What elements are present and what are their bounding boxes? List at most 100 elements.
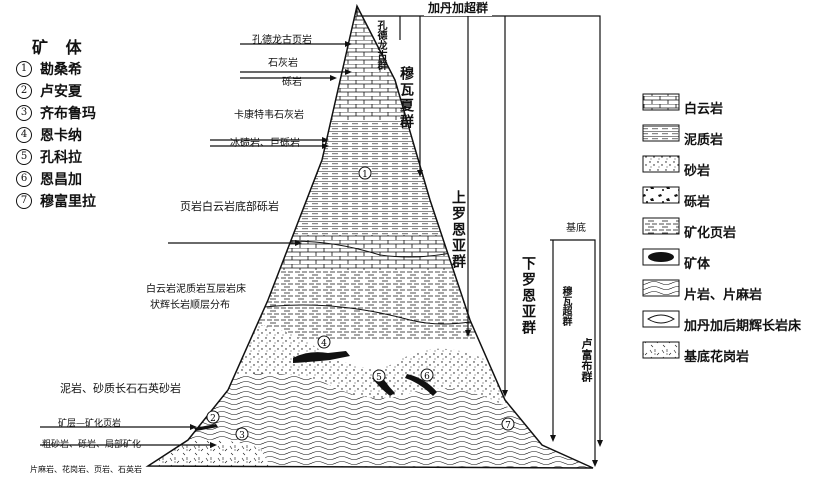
- legend-item-schist: 片岩、片麻岩: [640, 278, 801, 309]
- legend-item-sandstone: 砂岩: [640, 154, 801, 185]
- group-mwashia: 穆瓦夏群: [398, 66, 414, 130]
- ore-marker-1-num: 1: [362, 170, 368, 180]
- label-coarse-sandstone: 粗砂岩、砾岩、局部矿化: [42, 440, 142, 450]
- legend-label: 矿体: [684, 257, 711, 272]
- label-ore-layer: 矿层—矿化页岩: [58, 419, 122, 429]
- group-basement: 基底: [566, 223, 586, 234]
- label-shale-dolomite: 页岩白云岩底部砾岩: [180, 200, 279, 213]
- ore-marker-6-num: 6: [424, 372, 430, 382]
- upper-roan-dolomite: [148, 235, 593, 270]
- legend-swatch-mineralized-shale: [642, 217, 680, 235]
- stratigraphic-cone: 1 2 3 4 5 6 7: [145, 3, 594, 469]
- orebody-4: [293, 351, 350, 363]
- group-katanga: 加丹加超群: [424, 0, 493, 16]
- list-item: 4 恩卡纳: [16, 124, 96, 146]
- ore-name: 勘桑希: [40, 62, 82, 78]
- ore-marker-4-num: 4: [321, 339, 327, 349]
- label-conglomerate: 砾岩: [282, 77, 302, 88]
- legend-label: 泥质岩: [684, 133, 724, 148]
- ore-marker-4: [317, 335, 331, 349]
- ore-number: 1: [16, 61, 32, 77]
- orebody-6: [405, 374, 437, 396]
- ore-marker-5-num: 5: [376, 373, 382, 383]
- ore-name: 恩卡纳: [40, 128, 82, 144]
- ore-marker-1: [358, 166, 372, 180]
- legend-swatch-conglomerate: [642, 186, 680, 204]
- legend-item-mineralized-shale: 矿化页岩: [640, 216, 801, 247]
- orebody-2: [194, 424, 218, 431]
- ore-marker-5: [372, 369, 386, 383]
- legend-swatch-gabbro-sill: [642, 310, 680, 328]
- ore-number: 2: [16, 83, 32, 99]
- legend-swatch-schist: [642, 279, 680, 297]
- group-upper-roan: 上罗恩亚群: [450, 190, 466, 270]
- legend-swatch-dolomite: [642, 93, 680, 111]
- ore-number: 6: [16, 171, 32, 187]
- legend-gabbro-shape: [647, 314, 675, 324]
- group-kundelungu: 孔德龙古群: [375, 20, 386, 70]
- legend-label: 砾岩: [684, 195, 711, 210]
- legend-label: 基底花岗岩: [684, 350, 750, 365]
- list-item: 7 穆富里拉: [16, 190, 96, 212]
- pointer-arrows: [40, 43, 345, 446]
- ore-bodies-list: 1 勘桑希 2 卢安夏 3 齐布鲁玛 4 恩卡纳 5 孔科拉 6 恩昌加 7 穆富里拉: [16, 58, 96, 212]
- label-interbedded-1: 白云岩泥质岩互层岩床: [146, 284, 246, 295]
- ore-number: 4: [16, 127, 32, 143]
- ore-number: 3: [16, 105, 32, 121]
- basement-bracket: [550, 239, 596, 460]
- ore-marker-7: [501, 417, 515, 431]
- legend-label: 加丹加后期辉长岩床: [684, 319, 802, 334]
- label-mudstone-sandstone: 泥岩、砂质长石石英砂岩: [60, 382, 181, 395]
- label-basement-rocks: 片麻岩、花岗岩、页岩、石英岩: [30, 465, 142, 474]
- legend-swatch-argillite: [642, 124, 680, 142]
- label-interbedded-2: 状辉长岩顺层分布: [150, 300, 230, 311]
- ore-name: 穆富里拉: [40, 194, 96, 210]
- ore-marker-6: [420, 368, 434, 382]
- list-item: 6 恩昌加: [16, 168, 96, 190]
- group-lufubu: 卢富布群: [580, 338, 593, 382]
- ore-marker-2-num: 2: [210, 414, 216, 424]
- cone-outline: [145, 3, 594, 469]
- ore-bodies-title: 矿 体: [32, 38, 88, 57]
- legend-label: 白云岩: [684, 102, 724, 117]
- ore-number: 5: [16, 149, 32, 165]
- ore-marker-3-num: 3: [239, 431, 245, 441]
- label-limestone: 石灰岩: [268, 58, 298, 69]
- legend-swatch-sandstone: [642, 155, 680, 173]
- ore-marker-2: [206, 410, 220, 424]
- pointer-arrowheads: [190, 41, 352, 448]
- legend: 白云岩 泥质岩 砂岩 砾岩 矿化页岩 矿体 片岩、片麻岩 加丹加后期辉长岩床 基…: [640, 92, 801, 371]
- mwashia-shales: [148, 150, 593, 235]
- list-item: 1 勘桑希: [16, 58, 96, 80]
- ore-name: 卢安夏: [40, 84, 82, 100]
- list-item: 2 卢安夏: [16, 80, 96, 102]
- list-item: 3 齐布鲁玛: [16, 102, 96, 124]
- list-item: 5 孔科拉: [16, 146, 96, 168]
- legend-label: 砂岩: [684, 164, 711, 179]
- group-muva: 穆瓦超群: [560, 286, 571, 326]
- legend-swatches: [642, 93, 680, 359]
- katanga-bracket: [356, 6, 601, 440]
- ore-name: 齐布鲁玛: [40, 106, 96, 122]
- bracket-arrowheads: [417, 170, 603, 467]
- legend-label: 片岩、片麻岩: [684, 288, 763, 303]
- legend-item-gabbro-sill: 加丹加后期辉长岩床: [640, 309, 801, 340]
- ore-name: 恩昌加: [40, 172, 82, 188]
- label-kakontwe-limestone: 卡康特韦石灰岩: [234, 110, 304, 121]
- ore-name: 孔科拉: [40, 150, 82, 166]
- legend-orebody-shape: [648, 252, 674, 262]
- ore-number: 7: [16, 193, 32, 209]
- legend-item-dolomite: 白云岩: [640, 92, 801, 123]
- legend-item-conglomerate: 砾岩: [640, 185, 801, 216]
- group-lower-roan: 下罗恩亚群: [520, 256, 536, 336]
- legend-item-argillite: 泥质岩: [640, 123, 801, 154]
- label-kundelungu-shale: 孔德龙古页岩: [252, 35, 312, 46]
- ore-marker-3: [235, 427, 249, 441]
- legend-swatch-granite: [642, 341, 680, 359]
- group-brackets: [356, 6, 601, 460]
- basement-granite: [148, 439, 280, 468]
- legend-item-orebody: 矿体: [640, 247, 801, 278]
- legend-label: 矿化页岩: [684, 226, 737, 241]
- label-tillite: 冰碛岩、巨砾岩: [230, 138, 300, 149]
